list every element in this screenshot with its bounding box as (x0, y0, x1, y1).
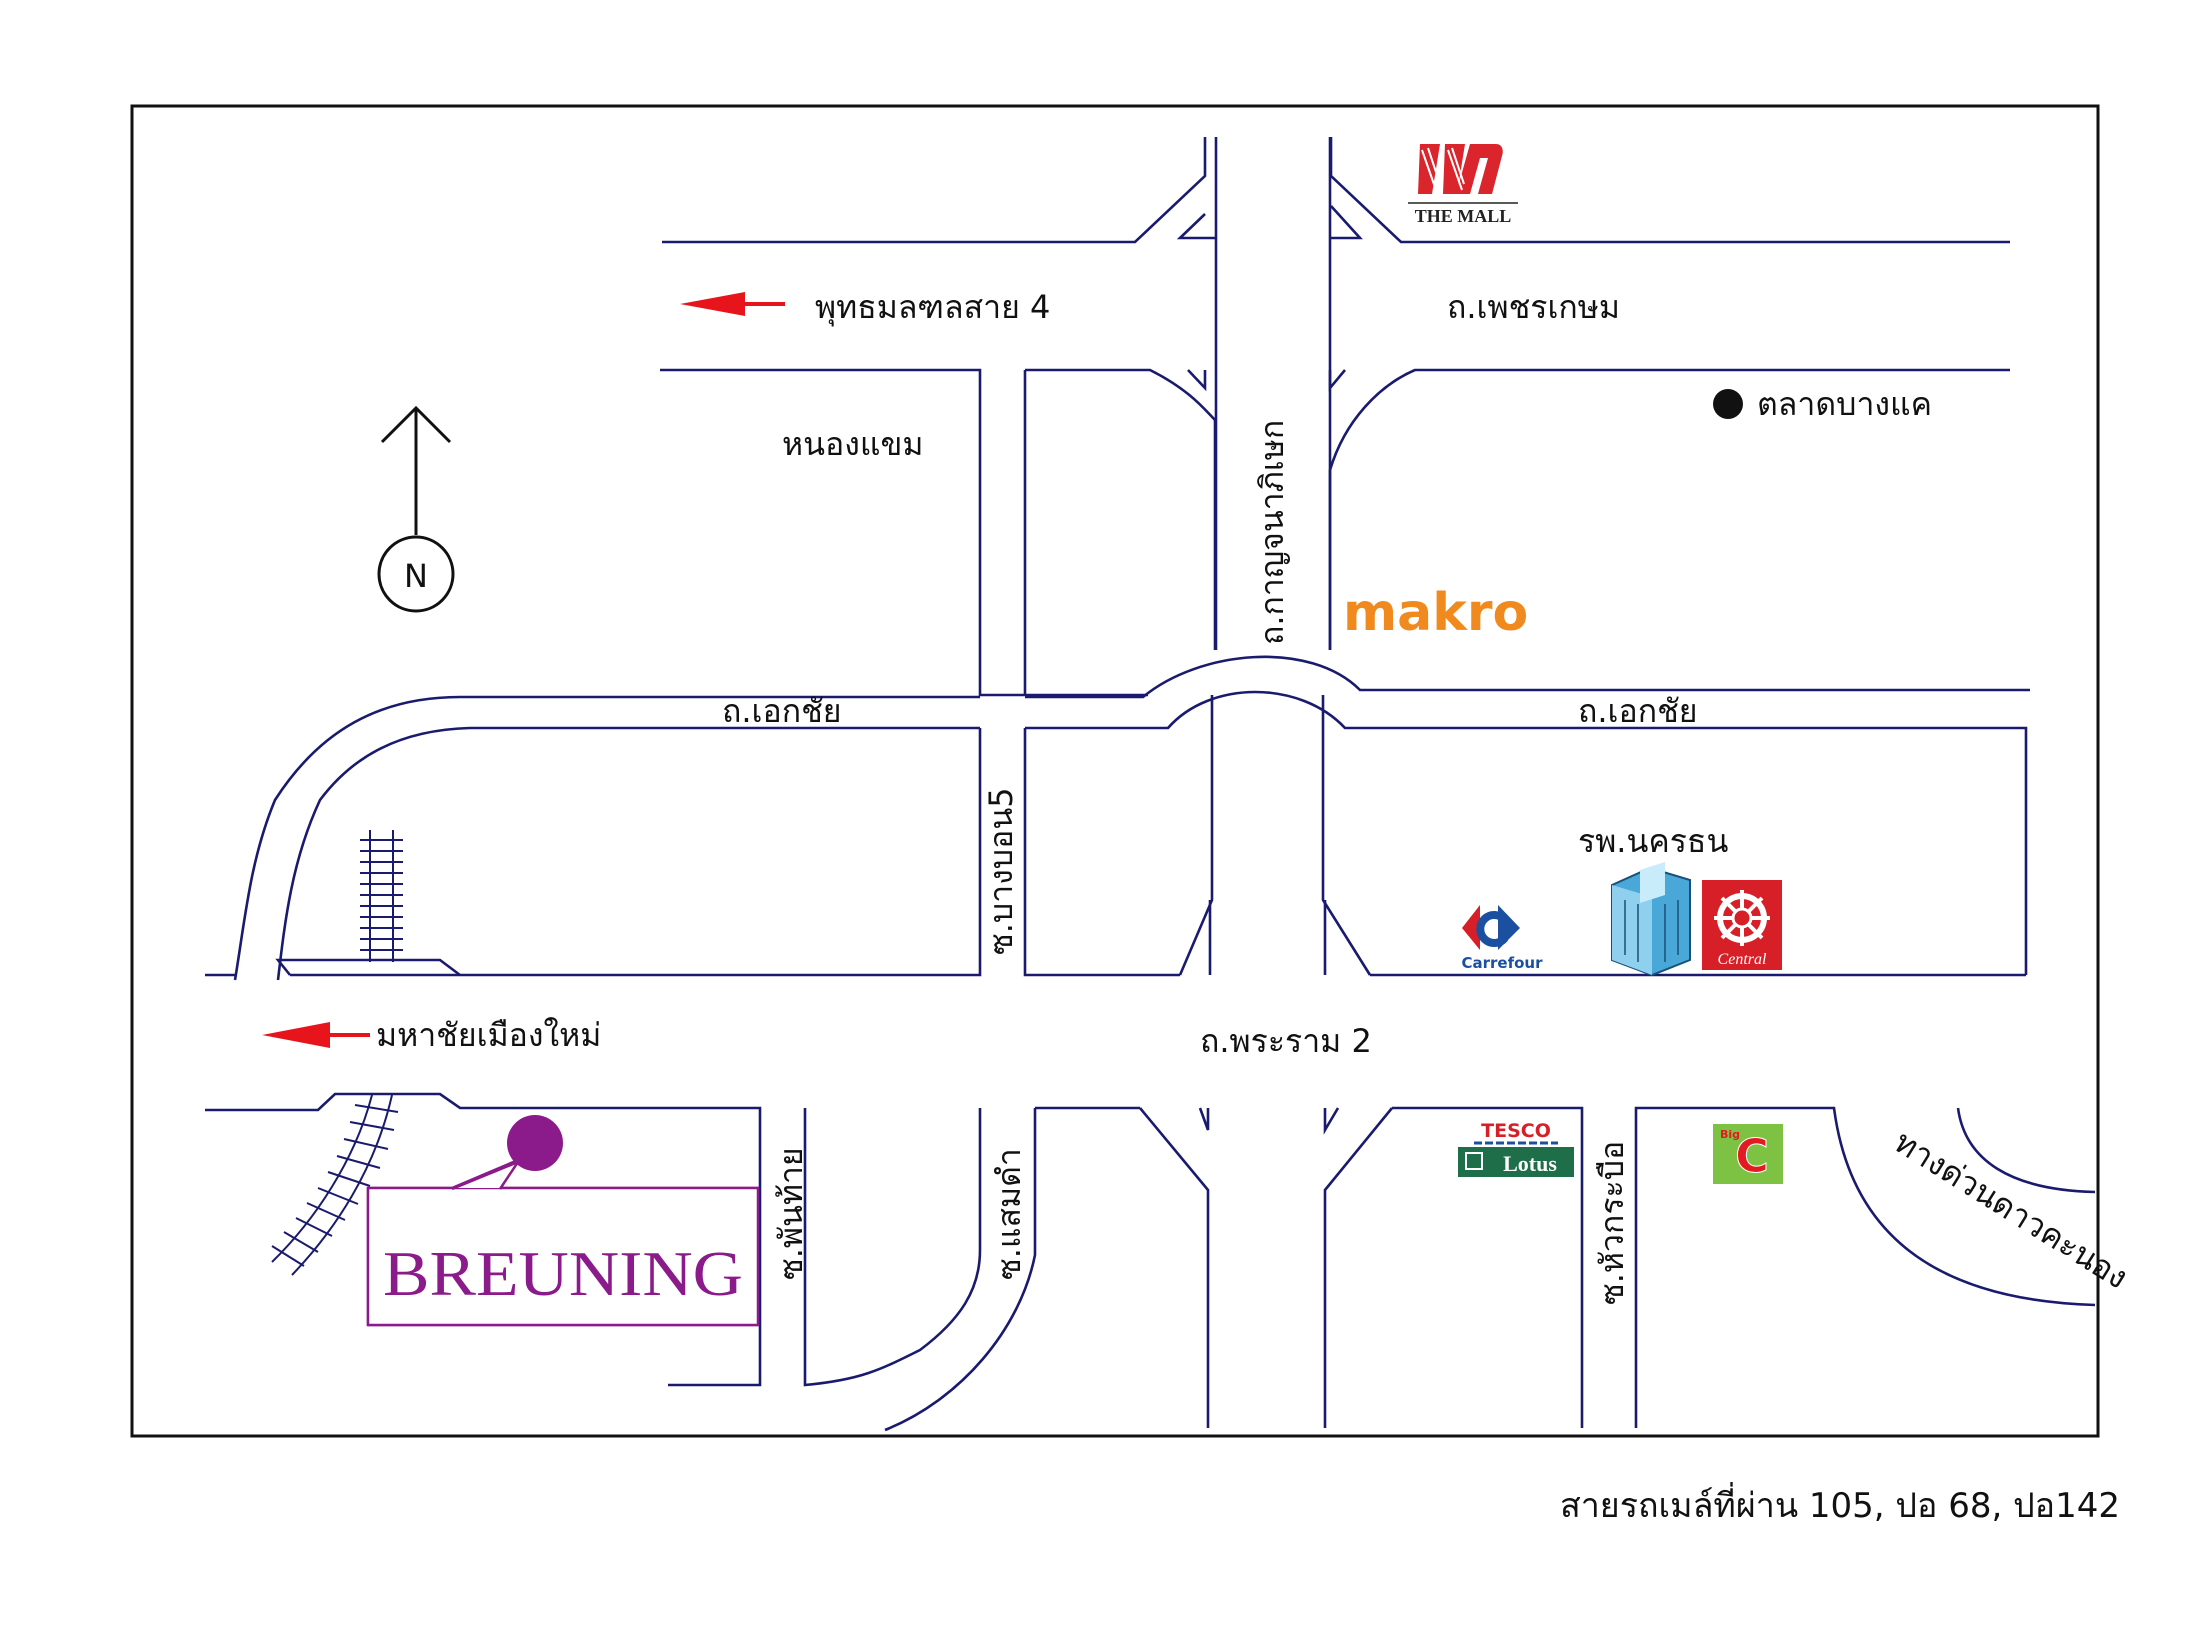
soi-phanthai-label: ซ.พันท้าย (772, 1147, 810, 1280)
tesco-lotus-logo: TESCO Lotus (1458, 1120, 1574, 1177)
the-mall-text: THE MALL (1415, 206, 1512, 226)
nongkhaem-label: หนองแขม (782, 425, 923, 463)
carrefour-text: Carrefour (1461, 954, 1543, 972)
makro-logo: makro (1343, 583, 1528, 643)
north-compass: N (377, 405, 455, 613)
soi-bangbon5-label: ซ.บางบอน5 (982, 787, 1020, 955)
ekkachai-road (233, 655, 2030, 981)
soi-bangbon5-road (205, 728, 2026, 977)
breuning-text: BREUNING (383, 1238, 743, 1309)
bigc-big-text: Big (1720, 1128, 1740, 1141)
putthamonthon-label: พุทธมลฑลสาย 4 (815, 288, 1050, 327)
bigc-c-text: C (1735, 1129, 1769, 1183)
petchkasem-label: ถ.เพชรเกษม (1447, 288, 1620, 326)
railway (271, 830, 403, 1276)
compass-label: N (404, 557, 428, 595)
arrow-putthamonthon-icon (680, 292, 785, 316)
kanchanaphisek-label: ถ.กาญจนาภิเษก (1253, 420, 1291, 645)
hospital-building-icon (1611, 862, 1691, 977)
breuning-location-marker: BREUNING (366, 1115, 760, 1327)
soi-saemdam-label: ซ.แสมดำ (990, 1148, 1028, 1280)
rama2-label: ถ.พระราม 2 (1200, 1022, 1372, 1060)
tesco-text: TESCO (1481, 1120, 1551, 1142)
central-text: Central (1718, 951, 1767, 968)
rama2-road (205, 1092, 2096, 1432)
hospital-label: รพ.นครธน (1578, 822, 1728, 860)
kanchanaphisek-road (1138, 137, 1394, 1428)
lotus-text: Lotus (1503, 1151, 1557, 1176)
talat-bangkhae-dot-icon (1713, 389, 1743, 419)
the-mall-logo: THE MALL (1408, 144, 1518, 226)
central-logo: Central (1702, 880, 1782, 970)
bus-lines-footer: สายรถเมล์ที่ผ่าน 105, ปอ 68, ปอ142 (1559, 1486, 2120, 1526)
arrow-mahachai-icon (262, 1022, 370, 1048)
ekkachai-right-label: ถ.เอกชัย (1578, 692, 1698, 730)
map-frame (130, 104, 2100, 1438)
talat-bangkhae-label: ตลาดบางแค (1757, 385, 1932, 423)
soi-huakrabue-label: ซ.หัวกระบือ (1593, 1141, 1631, 1305)
carrefour-logo: Carrefour (1461, 905, 1543, 972)
mahachai-label: มหาชัยเมืองใหม่ (376, 1016, 601, 1054)
bigc-logo: Big C (1713, 1124, 1783, 1184)
ekkachai-left-label: ถ.เอกชัย (722, 692, 842, 730)
